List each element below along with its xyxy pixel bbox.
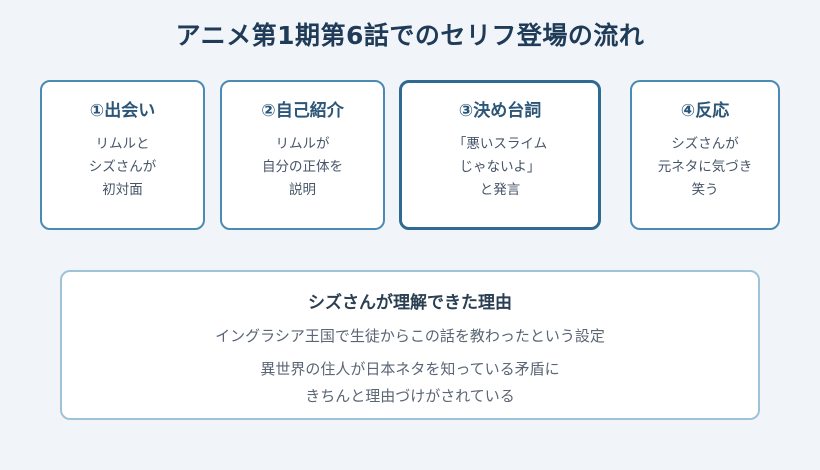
step-line: リムルが: [275, 136, 330, 152]
step-title: ④反応: [680, 101, 730, 121]
reason-title: シズさんが理解できた理由: [308, 293, 512, 313]
reason-explanation-text: 異世界の住人が日本ネタを知っている矛盾に きちんと理由づけがされている: [62, 356, 758, 410]
step-line: シズさんが: [88, 159, 157, 175]
reason-explanation-line: 異世界の住人が日本ネタを知っている矛盾に: [260, 360, 560, 378]
step-title: ②自己紹介: [261, 101, 344, 121]
step-line: 初対面: [102, 182, 143, 198]
step-line: 笑う: [691, 182, 719, 198]
step-description: リムルと シズさんが 初対面: [42, 133, 203, 202]
step-line: 「悪いスライム: [452, 136, 548, 152]
step-line: 元ネタに気づき: [657, 159, 753, 175]
step-line: 自分の正体を: [262, 159, 343, 175]
step-title: ①出会い: [89, 101, 156, 121]
step-box-introduction: ②自己紹介 リムルが 自分の正体を 説明: [220, 80, 385, 230]
diagram-title: アニメ第1期第6話でのセリフ登場の流れ: [175, 21, 645, 50]
reason-setting-text: イングラシア王国で生徒からこの話を教わったという設定: [215, 327, 605, 345]
step-line: シズさんが: [671, 136, 739, 152]
step-line: と発言: [479, 182, 521, 198]
step-description: リムルが 自分の正体を 説明: [222, 133, 383, 202]
reason-explanation-line: きちんと理由づけがされている: [305, 387, 515, 405]
step-description: シズさんが 元ネタに気づき 笑う: [632, 133, 778, 202]
step-box-catchphrase: ③決め台詞 「悪いスライム じゃないよ」 と発言: [399, 80, 601, 230]
step-box-reaction: ④反応 シズさんが 元ネタに気づき 笑う: [630, 80, 780, 230]
step-box-meeting: ①出会い リムルと シズさんが 初対面: [40, 80, 205, 230]
step-line: 説明: [289, 182, 316, 198]
step-line: じゃないよ」: [459, 159, 541, 175]
step-description: 「悪いスライム じゃないよ」 と発言: [402, 133, 598, 202]
reason-box: シズさんが理解できた理由 イングラシア王国で生徒からこの話を教わったという設定 …: [60, 270, 760, 420]
step-title: ③決め台詞: [458, 101, 542, 121]
step-line: リムルと: [95, 136, 150, 152]
